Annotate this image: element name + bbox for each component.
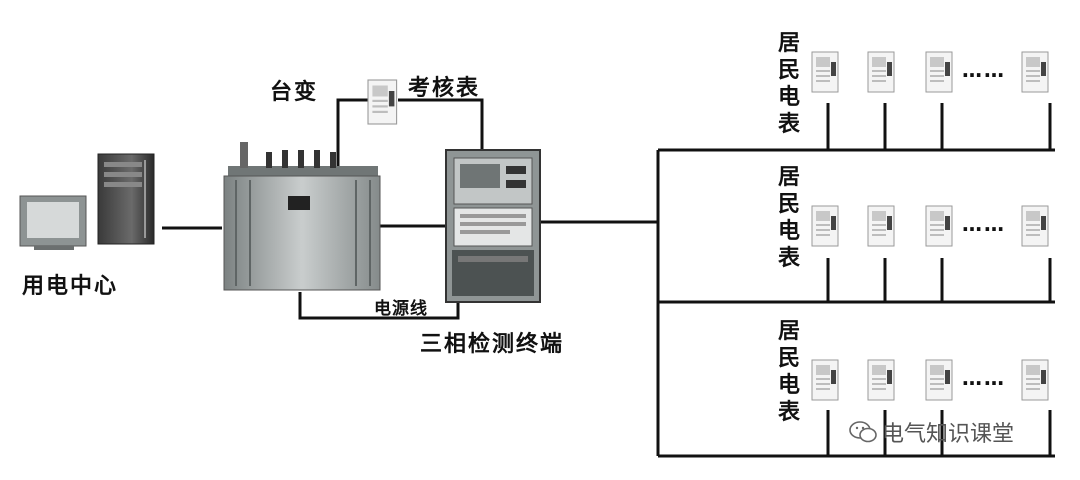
resident-meter-icon xyxy=(1021,205,1049,247)
watermark: 电气知识课堂 xyxy=(848,416,1014,448)
center-label: 用电中心 xyxy=(22,274,119,299)
power-line-label: 电源线 xyxy=(374,299,428,319)
watermark-text: 电气知识课堂 xyxy=(882,422,1015,447)
resident-meter-icon xyxy=(811,205,839,247)
server-tower-icon xyxy=(97,153,155,245)
transformer-icon xyxy=(223,142,381,291)
resident-meter-icon xyxy=(925,359,953,401)
power-supply-line xyxy=(298,292,460,320)
ellipsis-row-1: …… xyxy=(962,58,1006,82)
check-meter-icon xyxy=(367,79,398,125)
wiring xyxy=(162,98,1055,458)
wechat-icon xyxy=(849,421,877,443)
meter-row-1 xyxy=(811,51,1049,93)
check-meter-to-terminal-line xyxy=(398,98,484,152)
resident-meter-icon xyxy=(811,51,839,93)
resident-meter-icon xyxy=(811,359,839,401)
ellipsis-row-2: …… xyxy=(962,212,1006,236)
transformer-to-check-meter-line xyxy=(336,98,370,168)
terminal-label: 三相检测终端 xyxy=(420,332,565,357)
meter-row-2 xyxy=(811,205,1049,247)
resident-meter-icon xyxy=(1021,51,1049,93)
terminal-icon xyxy=(445,149,541,303)
resident-meter-icon xyxy=(925,51,953,93)
resident-meter-label-3: 居民电表 xyxy=(777,319,800,425)
transformer-label: 台变 xyxy=(270,80,319,105)
meter-row-3 xyxy=(811,359,1049,401)
resident-meter-icon xyxy=(867,51,895,93)
ellipsis-row-3: …… xyxy=(962,366,1006,390)
resident-meter-icon xyxy=(867,359,895,401)
resident-meter-icon xyxy=(1021,359,1049,401)
resident-meter-label-2: 居民电表 xyxy=(777,165,800,271)
resident-meter-icon xyxy=(925,205,953,247)
resident-meter-label-1: 居民电表 xyxy=(777,31,800,137)
monitor-icon xyxy=(19,195,87,250)
resident-meter-icon xyxy=(867,205,895,247)
check-meter-label: 考核表 xyxy=(408,76,481,101)
